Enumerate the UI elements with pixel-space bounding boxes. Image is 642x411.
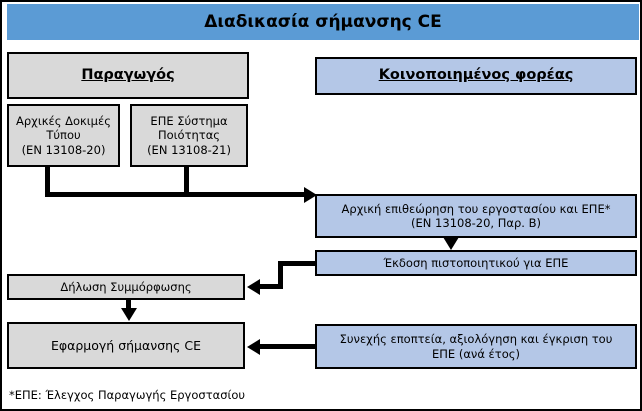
surveillance-label: Συνεχής εποπτεία, αξιολόγηση και έγκριση…: [339, 332, 613, 361]
box-surveillance: Συνεχής εποπτεία, αξιολόγηση και έγκριση…: [315, 324, 637, 369]
arrow-to-ce-marking-from-surveillance: [247, 338, 260, 355]
connector-merge-to-inspection: [45, 192, 307, 197]
initial-type-testing-label: Αρχικές Δοκιμές Τύπου (EN 13108-20): [16, 114, 111, 157]
arrow-to-certificate: [442, 237, 459, 250]
declaration-of-conformity-label: Δήλωση Συμμόρφωσης: [60, 279, 192, 294]
column-header-notified-body: Κοινοποιημένος φορέας: [315, 57, 637, 95]
arrow-to-initial-inspection: [304, 186, 317, 203]
column-header-manufacturer: Παραγωγός: [7, 52, 249, 99]
fpc-quality-system-label: ΕΠΕ Σύστημα Ποιότητας (EN 13108-21): [147, 114, 231, 157]
box-fpc-quality-system: ΕΠΕ Σύστημα Ποιότητας (EN 13108-21): [130, 104, 248, 167]
arrow-to-declaration: [247, 278, 260, 295]
ce-marking-label: Εφαρμογή σήμανσης CE: [50, 337, 201, 353]
box-declaration-of-conformity: Δήλωση Συμμόρφωσης: [7, 274, 245, 300]
connector-declaration-to-ce: [126, 300, 131, 310]
connector-certificate-elbow-h2: [260, 284, 283, 289]
connector-certificate-elbow-v: [278, 261, 283, 289]
box-certificate-issue: Έκδοση πιστοποιητικού για ΕΠΕ: [315, 250, 637, 276]
certificate-issue-label: Έκδοση πιστοποιητικού για ΕΠΕ: [383, 255, 569, 270]
box-initial-type-testing: Αρχικές Δοκιμές Τύπου (EN 13108-20): [7, 104, 120, 167]
connector-fpc-stem: [184, 167, 189, 197]
notified-body-label: Κοινοποιημένος φορέας: [378, 67, 574, 84]
connector-type-testing-stem: [45, 167, 50, 197]
box-ce-marking: Εφαρμογή σήμανσης CE: [7, 322, 245, 369]
connector-certificate-elbow-h1: [278, 261, 317, 266]
footnote: *ΕΠΕ: Έλεγχος Παραγωγής Εργοστασίου: [9, 388, 246, 402]
initial-inspection-label: Αρχική επιθεώρηση του εργοστασίου και ΕΠ…: [341, 201, 611, 230]
connector-surveillance-to-ce: [260, 344, 317, 349]
box-initial-inspection: Αρχική επιθεώρηση του εργοστασίου και ΕΠ…: [315, 194, 637, 238]
manufacturer-label: Παραγωγός: [81, 66, 175, 83]
arrow-to-ce-marking: [120, 308, 137, 321]
diagram-title: Διαδικασία σήμανσης CE: [7, 4, 639, 40]
